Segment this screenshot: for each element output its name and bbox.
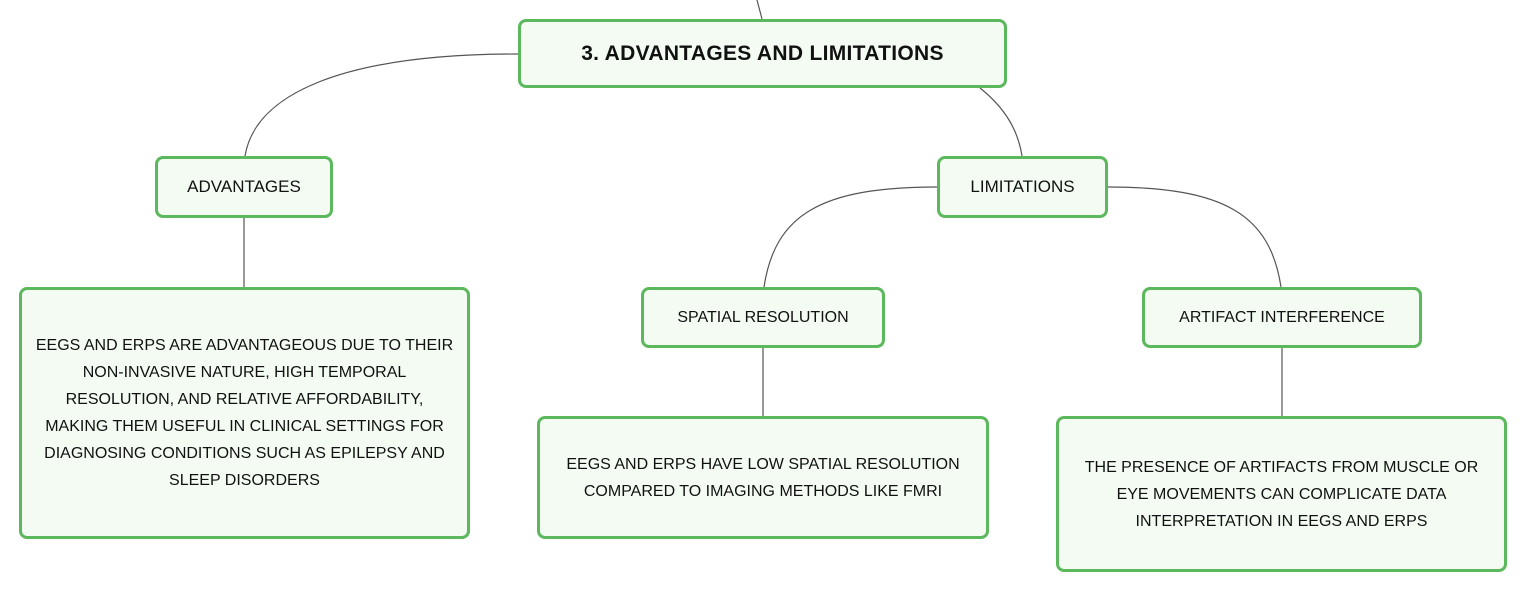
description-line: DIAGNOSING CONDITIONS SUCH AS EPILEPSY A…	[44, 445, 445, 462]
advantages-description-node[interactable]: EEGS AND ERPS ARE ADVANTAGEOUS DUE TO TH…	[19, 287, 470, 539]
connector-limitations-to-spatial	[763, 186, 938, 288]
description-line: EEGS AND ERPS ARE ADVANTAGEOUS DUE TO TH…	[35, 337, 454, 354]
artifact-interference-node[interactable]: ARTIFACT INTERFERENCE	[1142, 287, 1422, 348]
connector-parent-to-root	[756, 0, 763, 20]
description-line: RESOLUTION, AND RELATIVE AFFORDABILITY,	[65, 391, 424, 408]
advantages-label: ADVANTAGES	[187, 177, 301, 196]
limitations-node[interactable]: LIMITATIONS	[937, 156, 1108, 218]
advantages-description-text: EEGS AND ERPS ARE ADVANTAGEOUS DUE TO TH…	[36, 332, 453, 494]
spatial-resolution-label: SPATIAL RESOLUTION	[677, 308, 849, 326]
advantages-node[interactable]: ADVANTAGES	[155, 156, 333, 218]
connector-root-to-advantages	[244, 53, 519, 157]
spatial-resolution-description-node[interactable]: EEGS AND ERPS HAVE LOW SPATIAL RESOLUTIO…	[537, 416, 989, 539]
description-line: THE PRESENCE OF ARTIFACTS FROM MUSCLE OR	[1084, 458, 1479, 476]
connector-limitations-to-artifact	[1107, 186, 1282, 288]
spatial-resolution-description-text: EEGS AND ERPS HAVE LOW SPATIAL RESOLUTIO…	[566, 451, 959, 505]
spatial-resolution-node[interactable]: SPATIAL RESOLUTION	[641, 287, 885, 348]
description-line: COMPARED TO IMAGING METHODS LIKE FMRI	[583, 482, 943, 500]
description-line: MAKING THEM USEFUL IN CLINICAL SETTINGS …	[45, 418, 444, 435]
description-line: EEGS AND ERPS HAVE LOW SPATIAL RESOLUTIO…	[566, 455, 960, 473]
description-line: INTERPRETATION IN EEGS AND ERPS	[1135, 512, 1428, 530]
limitations-label: LIMITATIONS	[970, 177, 1075, 196]
artifact-interference-label: ARTIFACT INTERFERENCE	[1179, 308, 1385, 326]
description-line: NON-INVASIVE NATURE, HIGH TEMPORAL	[82, 364, 407, 381]
description-line: EYE MOVEMENTS CAN COMPLICATE DATA	[1116, 485, 1447, 503]
root-topic-node[interactable]: 3. ADVANTAGES AND LIMITATIONS	[518, 19, 1007, 88]
connector-root-to-limitations	[979, 87, 1023, 157]
artifact-interference-description-node[interactable]: THE PRESENCE OF ARTIFACTS FROM MUSCLE OR…	[1056, 416, 1507, 572]
description-line: SLEEP DISORDERS	[169, 472, 320, 489]
root-topic-title: 3. ADVANTAGES AND LIMITATIONS	[581, 41, 944, 65]
artifact-interference-description-text: THE PRESENCE OF ARTIFACTS FROM MUSCLE OR…	[1085, 454, 1479, 535]
